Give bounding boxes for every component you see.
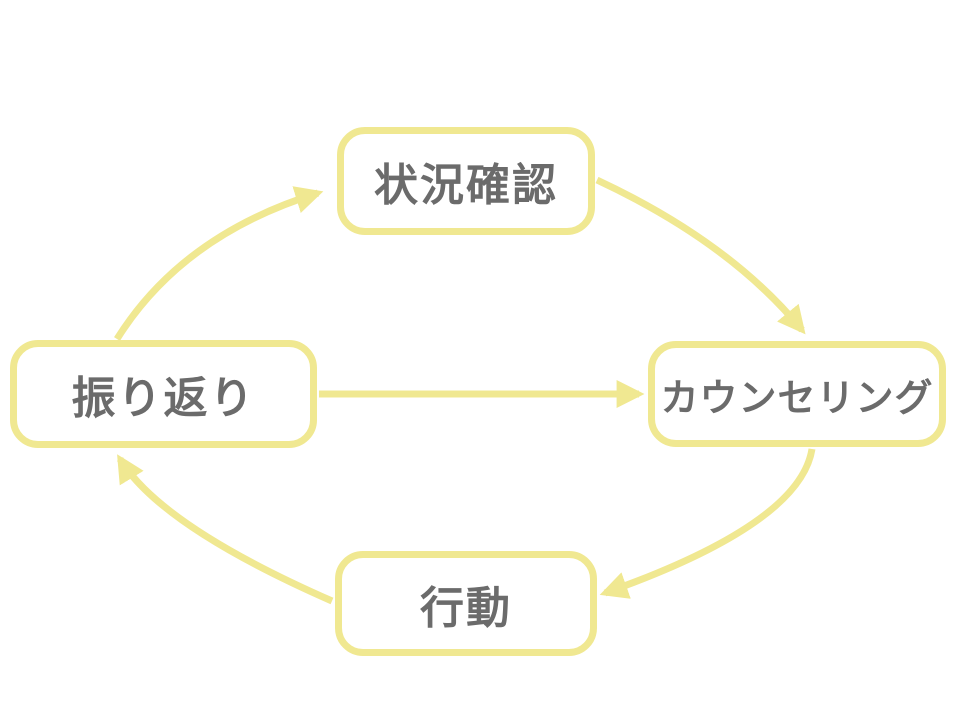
arrow-reflection-to-status-check bbox=[114, 186, 324, 341]
node-counseling: カウンセリング bbox=[648, 341, 946, 447]
node-counseling-label: カウンセリング bbox=[660, 377, 934, 420]
node-reflection: 振り返り bbox=[10, 340, 317, 448]
node-action-label: 行動 bbox=[420, 583, 512, 633]
arrow-status-check-to-counseling bbox=[595, 176, 806, 335]
arrow-action-to-reflection bbox=[117, 454, 334, 605]
node-status-check-label: 状況確認 bbox=[374, 161, 558, 210]
node-reflection-label: 振り返り bbox=[71, 374, 256, 423]
node-status-check: 状況確認 bbox=[337, 127, 595, 235]
arrow-counseling-to-action bbox=[599, 448, 816, 599]
node-action: 行動 bbox=[335, 551, 597, 656]
